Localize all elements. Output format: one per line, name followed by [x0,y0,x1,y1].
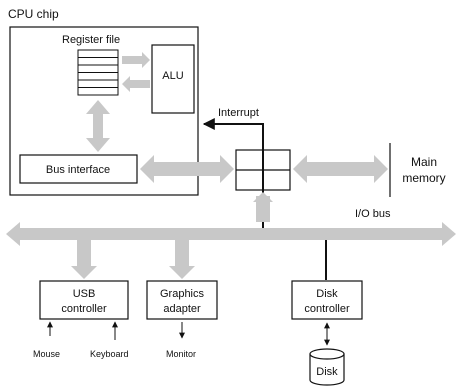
cpu-chip-label: CPU chip [8,7,59,21]
cpu-chip-box [9,26,199,196]
register-file-label: Register file [62,34,120,46]
register-file [77,49,119,96]
disk-controller-box [291,280,363,320]
graphics-adapter-label-line2: adapter [163,303,201,315]
mouse-label: Mouse [33,349,60,359]
graphics-adapter-label-line1: Graphics [160,288,205,300]
regfile-alu-arrows [122,52,150,92]
io-bus-label: I/O bus [355,208,391,220]
graphics-adapter-box [146,280,218,320]
system-bus-arrow [140,155,234,183]
usb-controller-label-line1: USB [73,288,96,300]
main-memory-label-line2: memory [402,171,445,185]
io-bus [6,222,456,246]
interrupt-label: Interrupt [218,107,259,119]
bridge-iobus-connector [256,196,270,222]
disk-controller-label-line1: Disk [316,288,338,300]
bridge-iobus-connector-head [253,192,273,202]
io-bus-drops [71,240,195,279]
usb-controller-label-line2: controller [61,303,107,315]
bus-interface-label: Bus interface [46,164,110,176]
keyboard-label: Keyboard [90,349,129,359]
alu-box [151,44,195,114]
disk-cylinder [309,348,345,386]
memory-bus-arrow [293,155,388,183]
main-memory-label-line1: Main [411,155,437,169]
usb-controller-box [39,280,129,320]
regfile-businterface-arrow [86,100,110,152]
disk-controller-label-line2: controller [304,303,350,315]
bus-interface-box [19,154,138,184]
disk-label: Disk [316,366,338,378]
alu-label: ALU [162,70,183,82]
monitor-label: Monitor [166,349,196,359]
